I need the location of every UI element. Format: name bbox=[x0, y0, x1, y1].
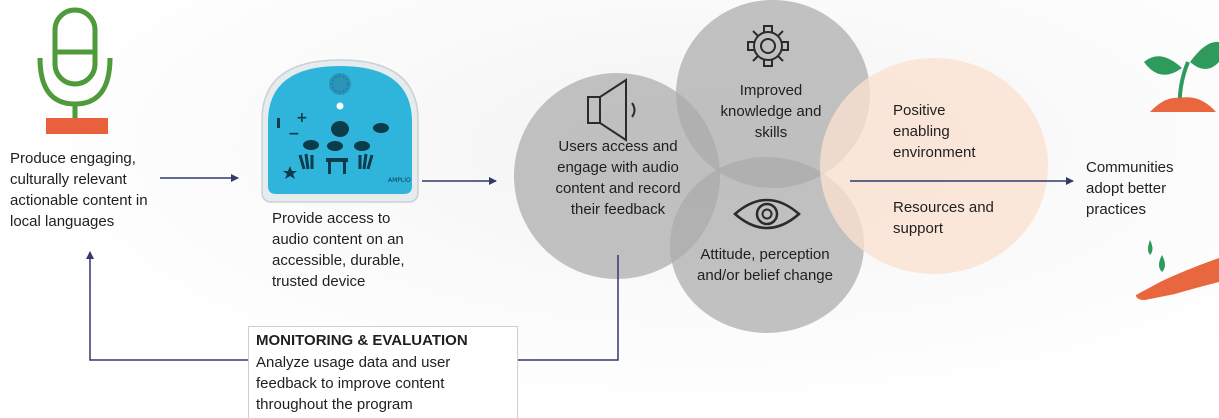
svg-text:−: − bbox=[288, 126, 300, 142]
produce-content-text: Produce engaging, culturally relevant ac… bbox=[10, 150, 148, 230]
device-brand: AMPLIO bbox=[388, 177, 411, 184]
circle-environment bbox=[820, 58, 1048, 274]
users-access-text: Users access and engage with audio conte… bbox=[555, 138, 681, 218]
resources-support-text: Resources and support bbox=[893, 199, 994, 237]
monitoring-body: Analyze usage data and user feedback to … bbox=[256, 354, 451, 413]
positive-environment-text: Positive enabling environment bbox=[893, 102, 976, 161]
provide-access-text: Provide access to audio content on an ac… bbox=[272, 210, 405, 290]
monitoring-evaluation-box bbox=[248, 326, 518, 418]
feedback-line-right bbox=[516, 255, 619, 361]
communities-adopt-text: Communities adopt better practices bbox=[1086, 159, 1174, 218]
feedback-line-left bbox=[86, 251, 248, 361]
svg-text:+: + bbox=[296, 110, 308, 126]
improved-knowledge-text: Improved knowledge and skills bbox=[720, 82, 822, 141]
monitoring-title: MONITORING & EVALUATION bbox=[256, 332, 468, 349]
attitude-change-text: Attitude, perception and/or belief chang… bbox=[697, 246, 833, 284]
